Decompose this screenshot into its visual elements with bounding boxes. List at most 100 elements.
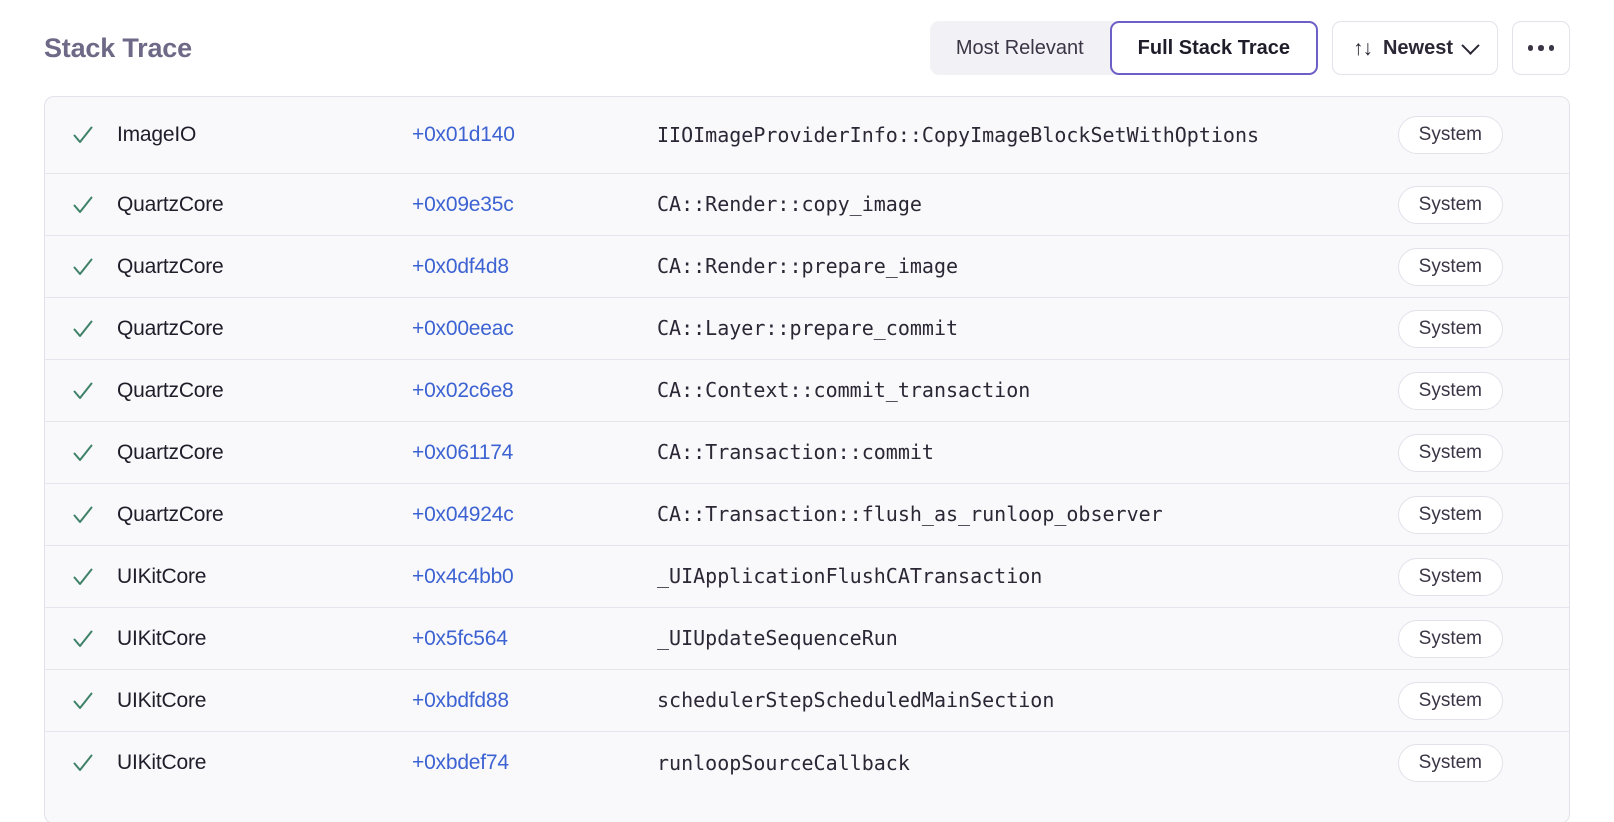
- chevron-down-icon: [1461, 35, 1480, 55]
- more-options-button[interactable]: [1512, 21, 1570, 75]
- check-icon: [73, 692, 93, 709]
- row-address-link[interactable]: +0x04924c: [412, 502, 514, 526]
- status-badge: System: [1397, 185, 1503, 224]
- check-icon: [73, 444, 93, 461]
- status-badge: System: [1397, 247, 1503, 286]
- row-address-link[interactable]: +0x061174: [412, 440, 514, 464]
- row-package: QuartzCore: [117, 192, 224, 216]
- status-badge: System: [1397, 371, 1503, 410]
- panel-header: Stack Trace Most Relevant Full Stack Tra…: [44, 0, 1570, 96]
- row-package: UIKitCore: [117, 688, 207, 712]
- row-function-name: CA::Transaction::flush_as_runloop_observ…: [657, 502, 1163, 526]
- tab-full-stack-trace[interactable]: Full Stack Trace: [1109, 21, 1318, 75]
- check-icon: [73, 382, 93, 399]
- row-status-cell: [71, 689, 117, 713]
- row-status-cell: [71, 123, 117, 147]
- row-badge-cell: System: [1373, 371, 1503, 410]
- row-status-cell: [71, 441, 117, 465]
- tab-most-relevant[interactable]: Most Relevant: [930, 21, 1110, 75]
- row-function-name: CA::Layer::prepare_commit: [657, 316, 959, 340]
- row-status-cell: [71, 565, 117, 589]
- check-icon: [73, 126, 93, 143]
- sort-updown-icon: ↑↓: [1352, 36, 1373, 60]
- row-status-cell: [71, 193, 117, 217]
- check-icon: [73, 754, 93, 771]
- status-badge: System: [1397, 116, 1503, 154]
- row-badge-cell: System: [1373, 185, 1503, 224]
- row-status-cell: [71, 317, 117, 341]
- row-function-name: _UIApplicationFlushCATransaction: [657, 564, 1043, 588]
- table-row[interactable]: UIKitCore +0x5fc564 _UIUpdateSequenceRun Sy…: [45, 608, 1569, 670]
- row-package: QuartzCore: [117, 440, 224, 464]
- row-address-link[interactable]: +0x02c6e8: [412, 378, 514, 402]
- row-address-link[interactable]: +0x4c4bb0: [412, 564, 514, 588]
- row-badge-cell: System: [1373, 744, 1503, 782]
- table-row[interactable]: QuartzCore +0x061174 CA::Transaction::comm…: [45, 422, 1569, 484]
- row-package: UIKitCore: [117, 626, 207, 650]
- row-function-name: CA::Render::prepare_image: [657, 254, 959, 278]
- header-actions: Most Relevant Full Stack Trace ↑↓ Newest: [929, 21, 1570, 75]
- row-address-link[interactable]: +0xbdef74: [412, 751, 509, 774]
- row-address-link[interactable]: +0x5fc564: [412, 626, 508, 650]
- status-badge: System: [1397, 557, 1503, 596]
- row-function-name: CA::Context::commit_transaction: [657, 378, 1031, 402]
- row-package: QuartzCore: [117, 316, 224, 340]
- row-badge-cell: System: [1373, 619, 1503, 658]
- status-badge: System: [1397, 744, 1503, 782]
- table-row[interactable]: ImageIO +0x01d140 IIOImageProviderInfo::Co…: [45, 97, 1569, 174]
- status-badge: System: [1397, 619, 1503, 658]
- row-status-cell: [71, 379, 117, 403]
- row-badge-cell: System: [1373, 495, 1503, 534]
- row-badge-cell: System: [1373, 681, 1503, 720]
- row-package: UIKitCore: [117, 564, 207, 588]
- table-row[interactable]: UIKitCore +0xbdfd88 schedulerStepScheduled…: [45, 670, 1569, 732]
- row-function-name: CA::Transaction::commit: [657, 440, 934, 464]
- row-function-name: _UIUpdateSequenceRun: [657, 626, 898, 650]
- row-badge-cell: System: [1373, 116, 1503, 154]
- row-badge-cell: System: [1373, 247, 1503, 286]
- stack-view-segmented-control[interactable]: Most Relevant Full Stack Trace: [929, 21, 1318, 75]
- status-badge: System: [1397, 309, 1503, 348]
- row-function-name: IIOImageProviderInfo::CopyImageBlockSetW…: [657, 122, 1260, 147]
- check-icon: [73, 630, 93, 647]
- row-function-name: schedulerStepScheduledMainSection: [657, 688, 1055, 712]
- table-row[interactable]: QuartzCore +0x02c6e8 CA::Context::commit_t…: [45, 360, 1569, 422]
- row-badge-cell: System: [1373, 557, 1503, 596]
- row-status-cell: [71, 255, 117, 279]
- status-badge: System: [1397, 495, 1503, 534]
- check-icon: [73, 320, 93, 337]
- row-function-name: CA::Render::copy_image: [657, 192, 922, 216]
- table-row[interactable]: QuartzCore +0x00eeac CA::Layer::prepare_co…: [45, 298, 1569, 360]
- row-status-cell: [71, 503, 117, 527]
- row-address-link[interactable]: +0x00eeac: [412, 316, 514, 340]
- row-package: UIKitCore: [117, 751, 207, 774]
- row-address-link[interactable]: +0x0df4d8: [412, 254, 509, 278]
- row-package: QuartzCore: [117, 378, 224, 402]
- check-icon: [73, 196, 93, 213]
- table-row[interactable]: QuartzCore +0x0df4d8 CA::Render::prepare_i…: [45, 236, 1569, 298]
- row-package: QuartzCore: [117, 502, 224, 526]
- row-address-link[interactable]: +0x01d140: [412, 123, 515, 146]
- check-icon: [73, 568, 93, 585]
- status-badge: System: [1397, 681, 1503, 720]
- check-icon: [73, 506, 93, 523]
- row-package: QuartzCore: [117, 254, 224, 278]
- row-address-link[interactable]: +0xbdfd88: [412, 688, 509, 712]
- check-icon: [73, 258, 93, 275]
- row-package: ImageIO: [117, 123, 197, 146]
- row-badge-cell: System: [1373, 309, 1503, 348]
- page-title: Stack Trace: [44, 32, 192, 63]
- stack-trace-table: ImageIO +0x01d140 IIOImageProviderInfo::Co…: [44, 96, 1570, 822]
- row-badge-cell: System: [1373, 433, 1503, 472]
- sort-dropdown[interactable]: ↑↓ Newest: [1331, 21, 1498, 75]
- table-row[interactable]: QuartzCore +0x04924c CA::Transaction::flus…: [45, 484, 1569, 546]
- table-row[interactable]: QuartzCore +0x09e35c CA::Render::copy_imag…: [45, 174, 1569, 236]
- table-row[interactable]: UIKitCore +0x4c4bb0 _UIApplicationFlushCAT…: [45, 546, 1569, 608]
- row-status-cell: [71, 627, 117, 651]
- row-function-name: runloopSourceCallback: [657, 750, 910, 775]
- row-address-link[interactable]: +0x09e35c: [412, 192, 514, 216]
- table-row[interactable]: UIKitCore +0xbdef74 runloopSourceCallback S…: [45, 732, 1569, 794]
- ellipsis-icon: [1527, 45, 1555, 51]
- row-status-cell: [71, 751, 117, 775]
